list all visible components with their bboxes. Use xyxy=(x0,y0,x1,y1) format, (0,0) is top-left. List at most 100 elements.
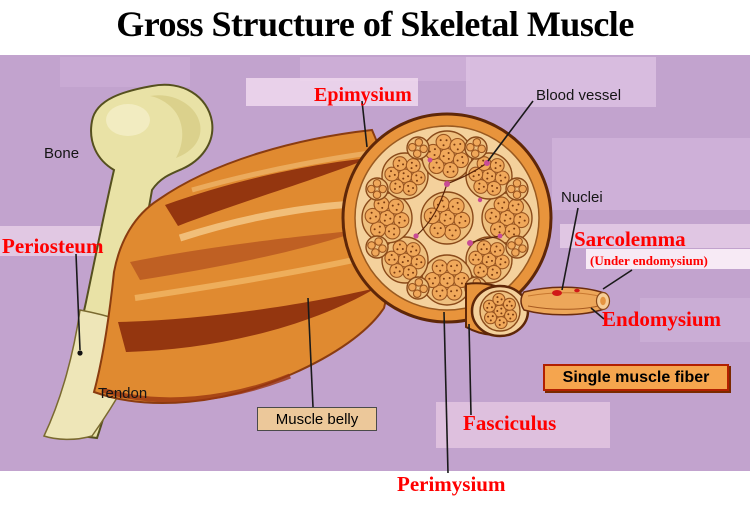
muscle-fiber xyxy=(447,197,465,215)
muscle-fiber xyxy=(412,289,422,298)
myofibril-dot xyxy=(491,190,494,193)
blood-vessel-pointer-line xyxy=(487,100,534,162)
sarcolemma-pointer-line xyxy=(602,269,633,290)
myofibril-dot xyxy=(499,258,502,261)
myofibril-dot xyxy=(434,215,437,218)
myofibril-dot xyxy=(393,188,396,191)
myofibril-dot xyxy=(455,289,458,292)
periosteum-pointer-line xyxy=(75,253,81,351)
fiber-nucleus-2 xyxy=(574,288,580,293)
myofibril-dot xyxy=(410,161,413,164)
nuclei-pointer-line xyxy=(561,207,579,291)
myofibril-dot xyxy=(398,243,401,246)
myofibril-dot xyxy=(439,294,442,297)
myofibril-dot xyxy=(450,290,453,293)
muscle-belly-box: Muscle belly xyxy=(257,407,377,431)
muscle-fiber xyxy=(468,250,484,266)
myofibril-dot xyxy=(485,248,488,251)
myofibril-dot xyxy=(456,148,459,151)
myofibril-dot xyxy=(508,300,511,303)
muscle-highlight-2 xyxy=(134,253,373,301)
endomysium-pointer-line xyxy=(590,307,605,320)
myofibril-dot xyxy=(377,202,380,205)
myofibril-dot xyxy=(373,228,376,231)
myofibril-dot xyxy=(407,184,410,187)
myofibril-dot xyxy=(398,221,401,224)
myofibril-dot xyxy=(512,313,515,316)
myofibril-dot xyxy=(504,176,507,179)
muscle-fiber xyxy=(431,259,448,276)
label-sarcolemma: Sarcolemma xyxy=(574,227,686,251)
myofibril-dot xyxy=(451,205,454,208)
myofibril-dot xyxy=(403,219,406,222)
muscle-fiber xyxy=(492,292,506,307)
myofibril-dot xyxy=(374,215,377,218)
myofibril-dot xyxy=(396,248,399,251)
myofibril-dot xyxy=(442,144,445,147)
myofibril-dot xyxy=(503,201,506,204)
muscle-fiber xyxy=(482,299,496,313)
background-highlight-patches xyxy=(0,57,750,448)
label-fasciculus: Fasciculus xyxy=(463,411,557,435)
myofibril-dot xyxy=(501,206,504,209)
myofibril-dot xyxy=(447,152,450,155)
myofibril-dot xyxy=(381,206,384,209)
myofibril-dot xyxy=(456,201,459,204)
myofibril-dot xyxy=(499,164,502,167)
muscle-fiber xyxy=(402,180,418,196)
myofibril-dot xyxy=(490,259,493,262)
muscle-fiber xyxy=(489,158,505,173)
myofibril-dot xyxy=(443,219,446,222)
myofibril-dot xyxy=(441,289,444,292)
myofibril-dot xyxy=(378,225,381,228)
bone-head-shading xyxy=(150,95,201,158)
myofibril-dot xyxy=(477,271,480,274)
myofibril-dot xyxy=(433,227,436,230)
label-perimysium: Perimysium xyxy=(397,472,506,496)
myofibril-dot xyxy=(391,204,394,207)
bone-head-highlight xyxy=(106,104,150,136)
myofibril-dot xyxy=(478,182,481,185)
myofibril-dot xyxy=(504,261,507,264)
single-fiber-stripe-1 xyxy=(527,292,603,298)
muscle-fiber xyxy=(518,244,527,253)
myofibril-dot xyxy=(496,296,499,299)
myofibril-dot xyxy=(482,243,485,246)
myofibril-dot xyxy=(412,187,415,190)
myofibril-dot xyxy=(454,229,457,232)
myofibril-dot xyxy=(390,170,393,173)
myofibril-dot xyxy=(370,211,373,214)
myofibril-dot xyxy=(474,253,477,256)
myofibril-dot xyxy=(435,265,438,268)
fascicle xyxy=(464,136,488,160)
myofibril-dot xyxy=(453,269,456,272)
myofibril-dot xyxy=(486,172,489,175)
single-fiber-stripe-2 xyxy=(527,304,603,310)
muscle-fiber xyxy=(372,190,382,200)
muscle-fiber xyxy=(453,211,471,229)
single-muscle-fiber-label: Single muscle fiber xyxy=(562,368,710,386)
myofibril-dot xyxy=(412,271,415,274)
muscle-fiber xyxy=(378,244,387,253)
muscle-fiber xyxy=(511,248,520,257)
myofibril-dot xyxy=(491,273,494,276)
myofibril-dot xyxy=(509,217,512,220)
muscle-belly-pointer-line xyxy=(307,297,314,408)
muscle-fiber xyxy=(506,184,516,194)
muscle-fiber xyxy=(446,284,463,301)
muscle-fiber xyxy=(502,297,517,311)
myofibril-dot xyxy=(432,166,435,169)
myofibril-dot xyxy=(411,245,414,248)
muscle-fiber xyxy=(392,156,408,172)
myofibril-dot xyxy=(392,233,395,236)
myofibril-dot xyxy=(395,208,398,211)
single-muscle-fiber-box: Single muscle fiber xyxy=(543,364,729,391)
muscle-fiber xyxy=(473,179,489,194)
myofibril-dot xyxy=(486,177,489,180)
myofibril-dot xyxy=(433,148,436,151)
muscle-fiber xyxy=(431,284,448,301)
myofibril-dot xyxy=(479,266,482,269)
myofibril-dot xyxy=(415,164,418,167)
myofibril-dot xyxy=(500,312,503,315)
myofibril-dot xyxy=(453,143,456,146)
